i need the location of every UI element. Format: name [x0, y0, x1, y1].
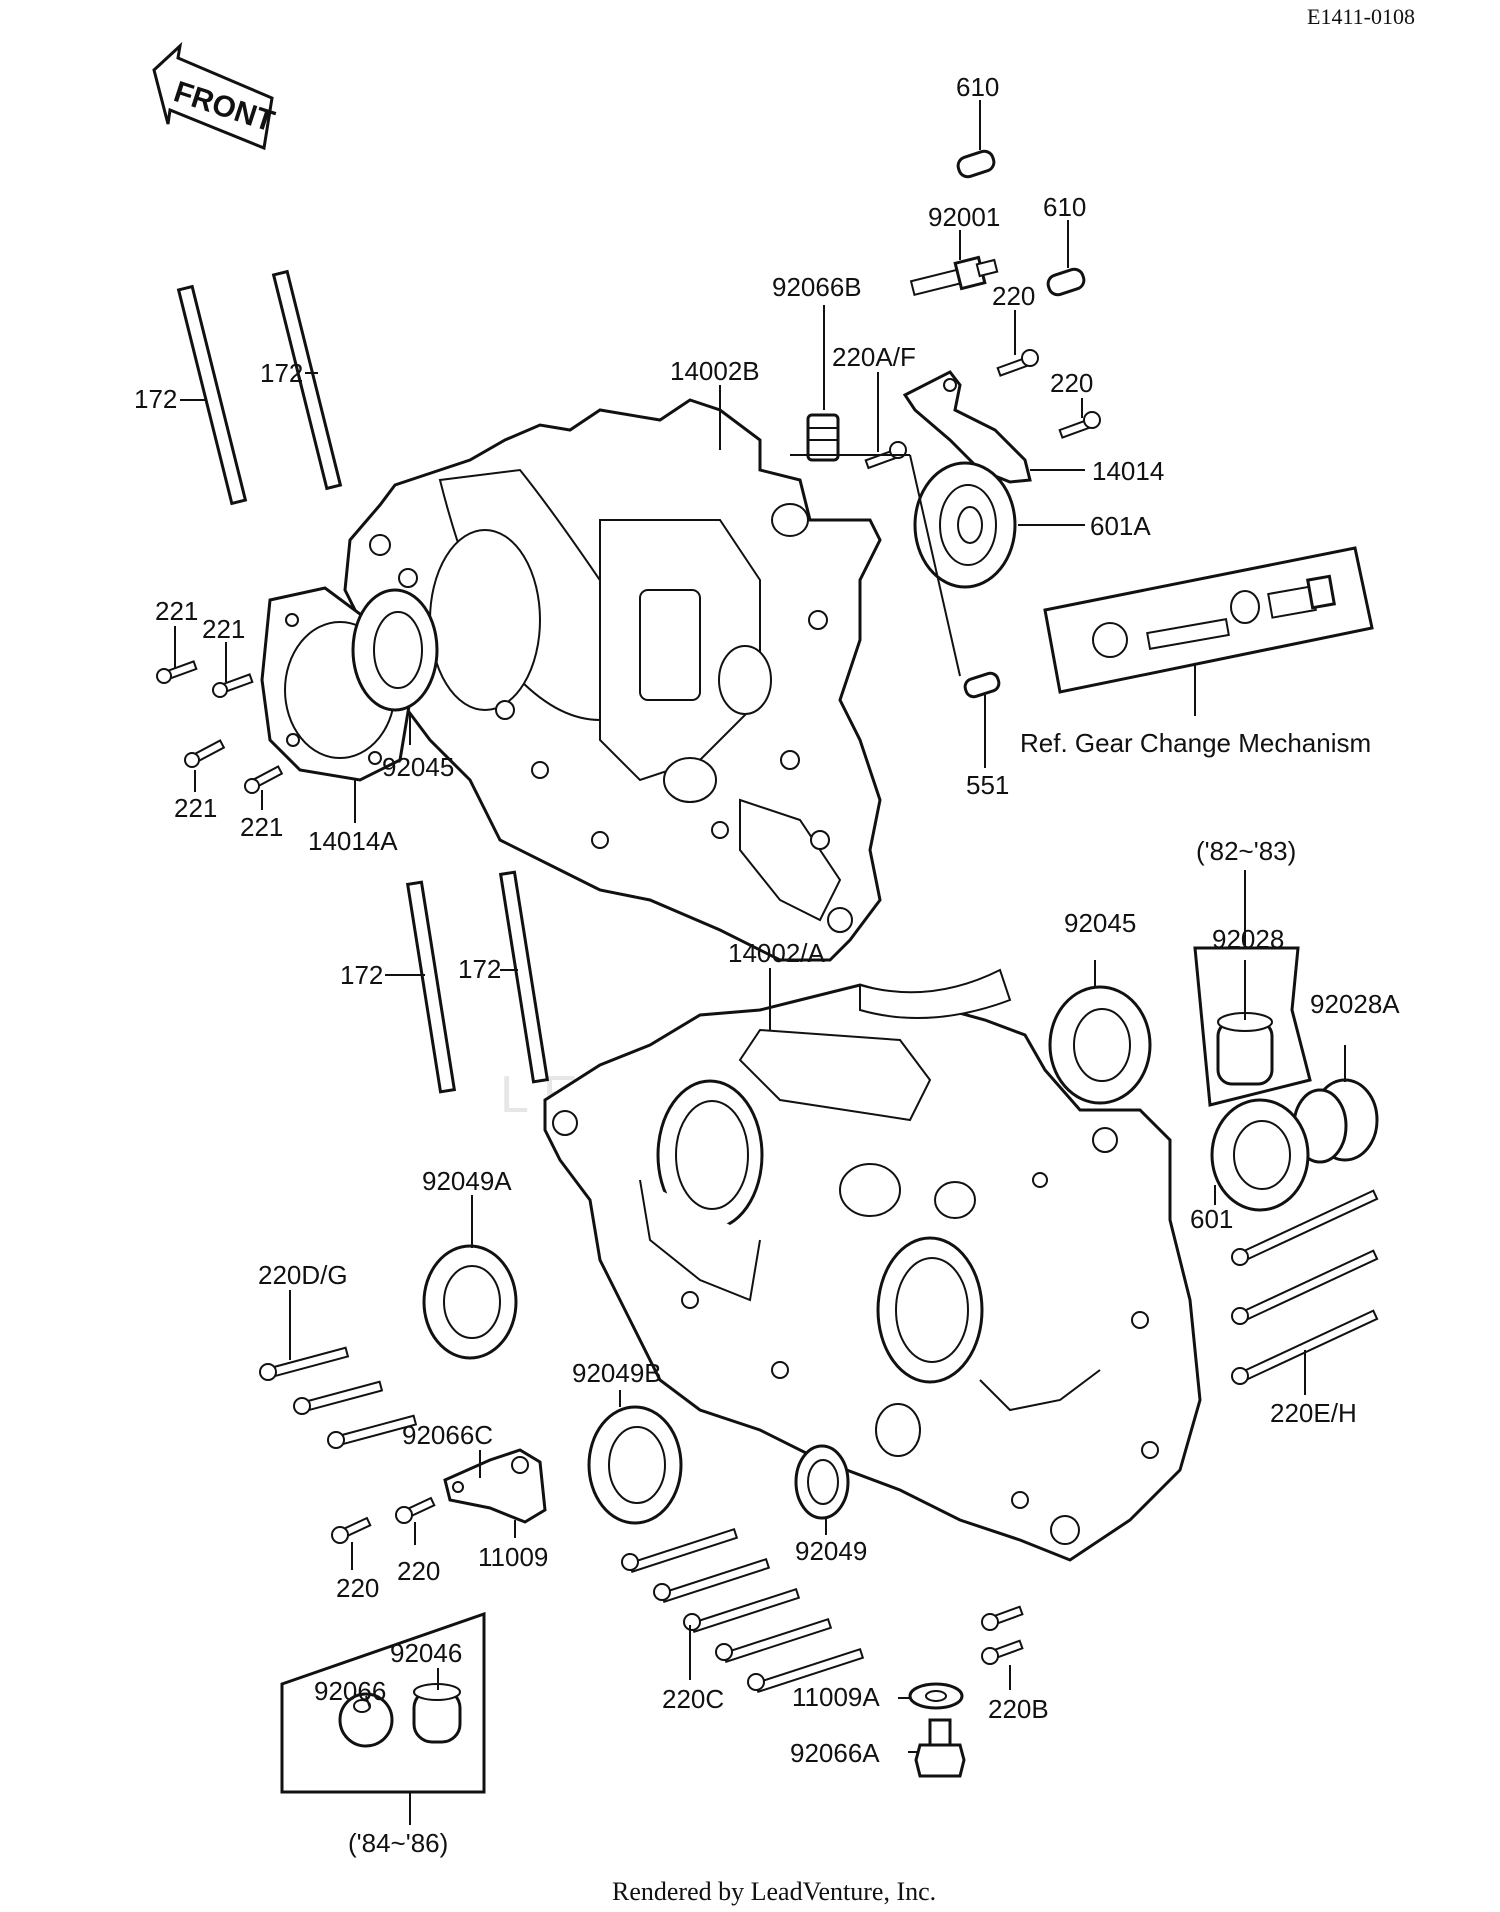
plug-92066B	[806, 413, 840, 462]
bearing-92045-upper	[351, 588, 439, 712]
leader-lines	[174, 100, 1346, 1825]
bolts-220C	[621, 1527, 865, 1694]
label-220AF: 220A/F	[832, 342, 916, 372]
label-92045: 92045	[1064, 908, 1136, 938]
bracket-14014	[902, 370, 1032, 484]
screw-220-c	[331, 1516, 372, 1544]
label-11009: 11009	[478, 1542, 548, 1572]
label-220B: 220B	[988, 1694, 1049, 1724]
stud-172-a	[176, 284, 248, 506]
box-84-86	[280, 1611, 486, 1794]
screw-221-d	[244, 765, 284, 794]
label-172-a: 172	[134, 384, 177, 414]
label-ref-gear-change: Ref. Gear Change Mechanism	[1020, 728, 1371, 758]
box-82-83	[1193, 946, 1312, 1107]
label-220-d: 220	[397, 1556, 440, 1586]
bearing-601A	[913, 461, 1017, 589]
label-92066: 92066	[314, 1676, 386, 1706]
label-601: 601	[1190, 1204, 1233, 1234]
label-172-d: 172	[458, 954, 501, 984]
stud-172-b	[271, 269, 343, 491]
front-arrow-icon: FRONT	[152, 41, 278, 151]
label-221-b: 221	[202, 614, 245, 644]
screw-221-a	[156, 660, 198, 684]
seal-92049B	[587, 1405, 683, 1525]
footer-credit: Rendered by LeadVenture, Inc.	[612, 1877, 936, 1906]
pin-610-top	[956, 149, 996, 179]
bolts-220DG	[259, 1346, 418, 1449]
screw-221-c	[184, 739, 226, 768]
label-92066C: 92066C	[402, 1420, 493, 1450]
plug-92066A	[914, 1718, 966, 1778]
label-years-82-83: ('82~'83)	[1196, 836, 1296, 866]
label-14014: 14014	[1092, 456, 1164, 486]
label-92045-upper: 92045	[382, 752, 454, 782]
label-610-right: 610	[1043, 192, 1086, 222]
plate-92066C	[443, 1448, 547, 1524]
diagram-code: E1411-0108	[1307, 4, 1415, 29]
label-92001: 92001	[928, 202, 1000, 232]
label-92028: 92028	[1212, 924, 1284, 954]
label-220DG: 220D/G	[258, 1260, 348, 1290]
label-221-c: 221	[174, 793, 217, 823]
label-220-c: 220	[336, 1573, 379, 1603]
label-551: 551	[966, 770, 1009, 800]
label-610-top: 610	[956, 72, 999, 102]
crankcase-right-half	[543, 968, 1202, 1562]
label-14002B: 14002B	[670, 356, 760, 386]
label-220C: 220C	[662, 1684, 724, 1714]
bolt-92001	[909, 255, 999, 297]
stud-172-d	[498, 870, 550, 1084]
label-11009A: 11009A	[792, 1682, 880, 1712]
label-172-b: 172	[260, 358, 303, 388]
label-220-a: 220	[992, 281, 1035, 311]
label-14002A: 14002/A	[728, 938, 826, 968]
washer-11009A	[908, 1682, 964, 1710]
screw-220-a	[996, 349, 1039, 377]
gear-change-reference-box	[1043, 546, 1374, 694]
label-601A: 601A	[1090, 511, 1151, 541]
label-220EH: 220E/H	[1270, 1398, 1357, 1428]
label-221-a: 221	[155, 596, 198, 626]
label-92028A: 92028A	[1310, 989, 1400, 1019]
stud-172-c	[405, 880, 457, 1094]
label-92049B: 92049B	[572, 1358, 662, 1388]
label-92066A: 92066A	[790, 1738, 880, 1768]
label-221-d: 221	[240, 812, 283, 842]
bearing-601	[1210, 1098, 1310, 1212]
label-92049A: 92049A	[422, 1166, 512, 1196]
bearing-92045	[1048, 985, 1152, 1105]
label-92066B: 92066B	[772, 272, 862, 302]
seal-92049	[794, 1444, 850, 1520]
label-14014A: 14014A	[308, 826, 398, 856]
label-220-b: 220	[1050, 368, 1093, 398]
pin-610-right	[1046, 267, 1086, 297]
seal-92049A	[422, 1244, 518, 1360]
screw-220-b	[1058, 411, 1101, 439]
label-172-c: 172	[340, 960, 383, 990]
screw-220-d	[395, 1496, 436, 1524]
label-92046: 92046	[390, 1638, 462, 1668]
bolts-220EH	[1231, 1189, 1379, 1385]
crankcase-left-half	[343, 398, 882, 962]
label-years-84-86: ('84~'86)	[348, 1828, 448, 1858]
part-labels: 610 92001 610 220 92066B 220A/F 14002B 2…	[134, 72, 1400, 1858]
screws-220B	[981, 1605, 1024, 1665]
screw-221-b	[212, 673, 254, 698]
pin-551	[963, 671, 1001, 699]
label-92049: 92049	[795, 1536, 867, 1566]
